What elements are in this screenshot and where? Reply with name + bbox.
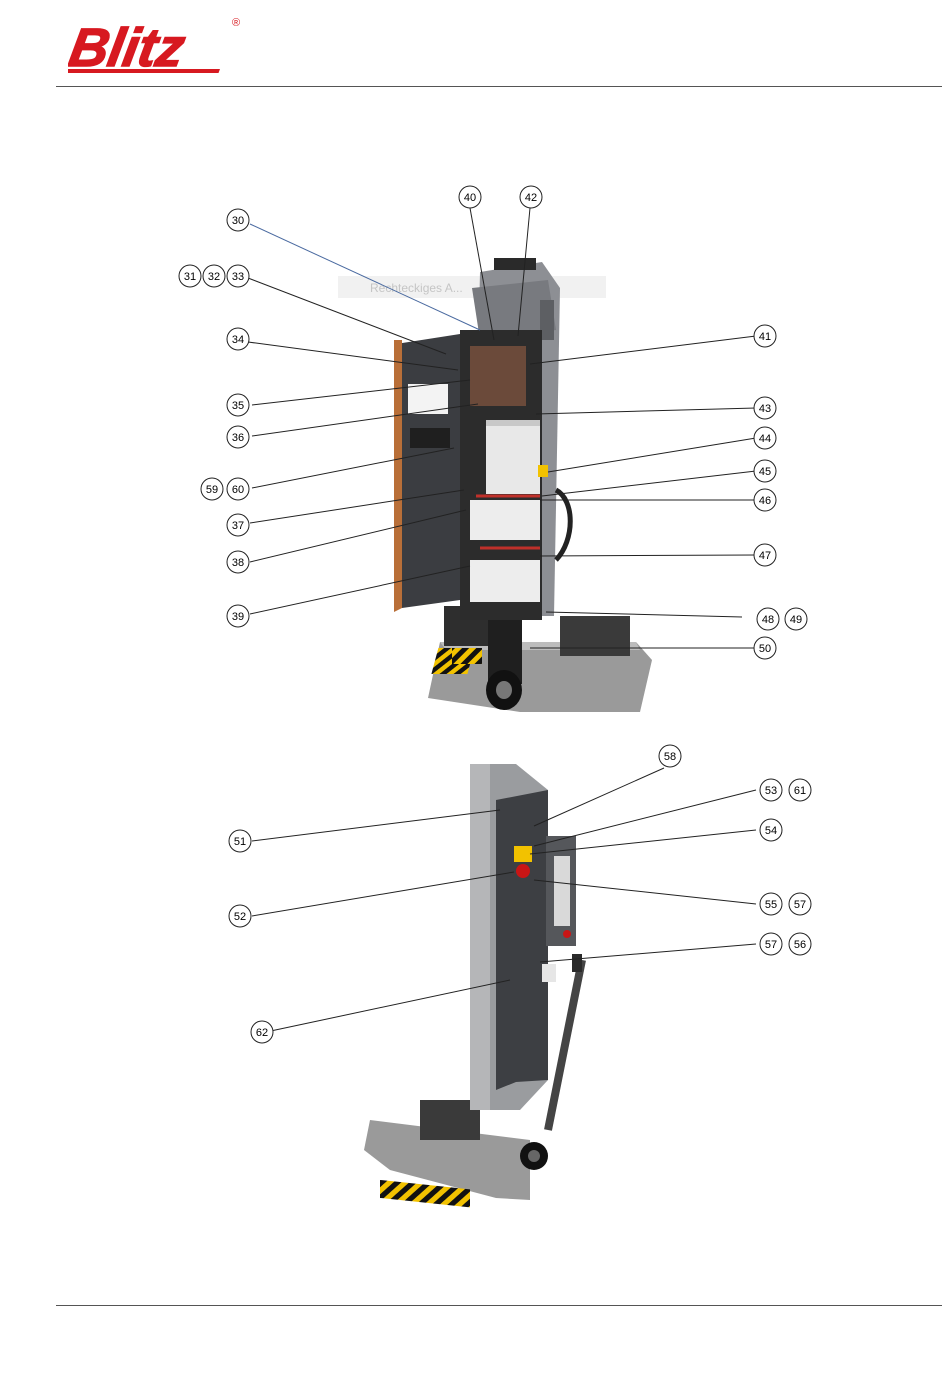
callout-46: 46 (754, 489, 776, 511)
callout-33: 33 (227, 265, 249, 287)
svg-text:37: 37 (232, 520, 244, 532)
callout-32: 32 (203, 265, 225, 287)
svg-text:58: 58 (664, 751, 676, 763)
callout-36: 36 (227, 426, 249, 448)
svg-text:60: 60 (232, 484, 244, 496)
pump-unit-lower (470, 560, 540, 602)
svg-text:49: 49 (790, 614, 802, 626)
callout-45: 45 (754, 460, 776, 482)
svg-text:43: 43 (759, 403, 771, 415)
callout-30: 30 (227, 209, 249, 231)
svg-text:42: 42 (525, 192, 537, 204)
svg-text:51: 51 (234, 836, 246, 848)
svg-text:40: 40 (464, 192, 476, 204)
callout-57b: 57 (760, 933, 782, 955)
svg-text:38: 38 (232, 557, 244, 569)
svg-text:36: 36 (232, 432, 244, 444)
svg-text:61: 61 (794, 785, 806, 797)
svg-text:47: 47 (759, 550, 771, 562)
callout-44: 44 (754, 427, 776, 449)
svg-text:62: 62 (256, 1027, 268, 1039)
callout-57a: 57 (789, 893, 811, 915)
cabinet-door (396, 334, 460, 608)
svg-text:44: 44 (759, 433, 771, 445)
bottom-photo (364, 764, 582, 1207)
callout-51: 51 (229, 830, 251, 852)
callout-42: 42 (520, 186, 542, 208)
callout-61: 61 (789, 779, 811, 801)
callout-58: 58 (659, 745, 681, 767)
callout-34: 34 (227, 328, 249, 350)
oil-tank (486, 420, 540, 494)
svg-text:57: 57 (765, 939, 777, 951)
callout-35: 35 (227, 394, 249, 416)
top-photo: Rechteckiges A... (338, 258, 652, 712)
callout-62: 62 (251, 1021, 273, 1043)
svg-text:30: 30 (232, 215, 244, 227)
callout-50: 50 (754, 637, 776, 659)
callout-56: 56 (789, 933, 811, 955)
tiller-handle (548, 960, 582, 1130)
callout-59: 59 (201, 478, 223, 500)
svg-text:52: 52 (234, 911, 246, 923)
callout-39: 39 (227, 605, 249, 627)
svg-text:53: 53 (765, 785, 777, 797)
callout-52: 52 (229, 905, 251, 927)
callout-43: 43 (754, 397, 776, 419)
svg-text:57: 57 (794, 899, 806, 911)
svg-text:48: 48 (762, 614, 774, 626)
svg-text:39: 39 (232, 611, 244, 623)
callout-55: 55 (760, 893, 782, 915)
callout-40: 40 (459, 186, 481, 208)
svg-text:59: 59 (206, 484, 218, 496)
callout-38: 38 (227, 551, 249, 573)
svg-text:55: 55 (765, 899, 777, 911)
callout-53: 53 (760, 779, 782, 801)
callout-60: 60 (227, 478, 249, 500)
svg-text:34: 34 (232, 334, 244, 346)
svg-text:54: 54 (765, 825, 777, 837)
svg-text:56: 56 (794, 939, 806, 951)
svg-text:33: 33 (232, 271, 244, 283)
callout-37: 37 (227, 514, 249, 536)
callout-47: 47 (754, 544, 776, 566)
svg-text:32: 32 (208, 271, 220, 283)
callout-41: 41 (754, 325, 776, 347)
main-switch-plate (514, 846, 532, 862)
svg-text:35: 35 (232, 400, 244, 412)
callout-49: 49 (785, 608, 807, 630)
callout-54: 54 (760, 819, 782, 841)
footer-rule (56, 1305, 942, 1306)
svg-text:45: 45 (759, 466, 771, 478)
side-cover (496, 790, 548, 1090)
svg-text:50: 50 (759, 643, 771, 655)
svg-text:41: 41 (759, 331, 771, 343)
main-switch-knob (516, 864, 530, 878)
callout-48: 48 (757, 608, 779, 630)
pump-unit-upper (470, 500, 540, 540)
faded-overlay-text: Rechteckiges A... (370, 281, 463, 295)
svg-text:31: 31 (184, 271, 196, 283)
svg-text:46: 46 (759, 495, 771, 507)
callout-31: 31 (179, 265, 201, 287)
